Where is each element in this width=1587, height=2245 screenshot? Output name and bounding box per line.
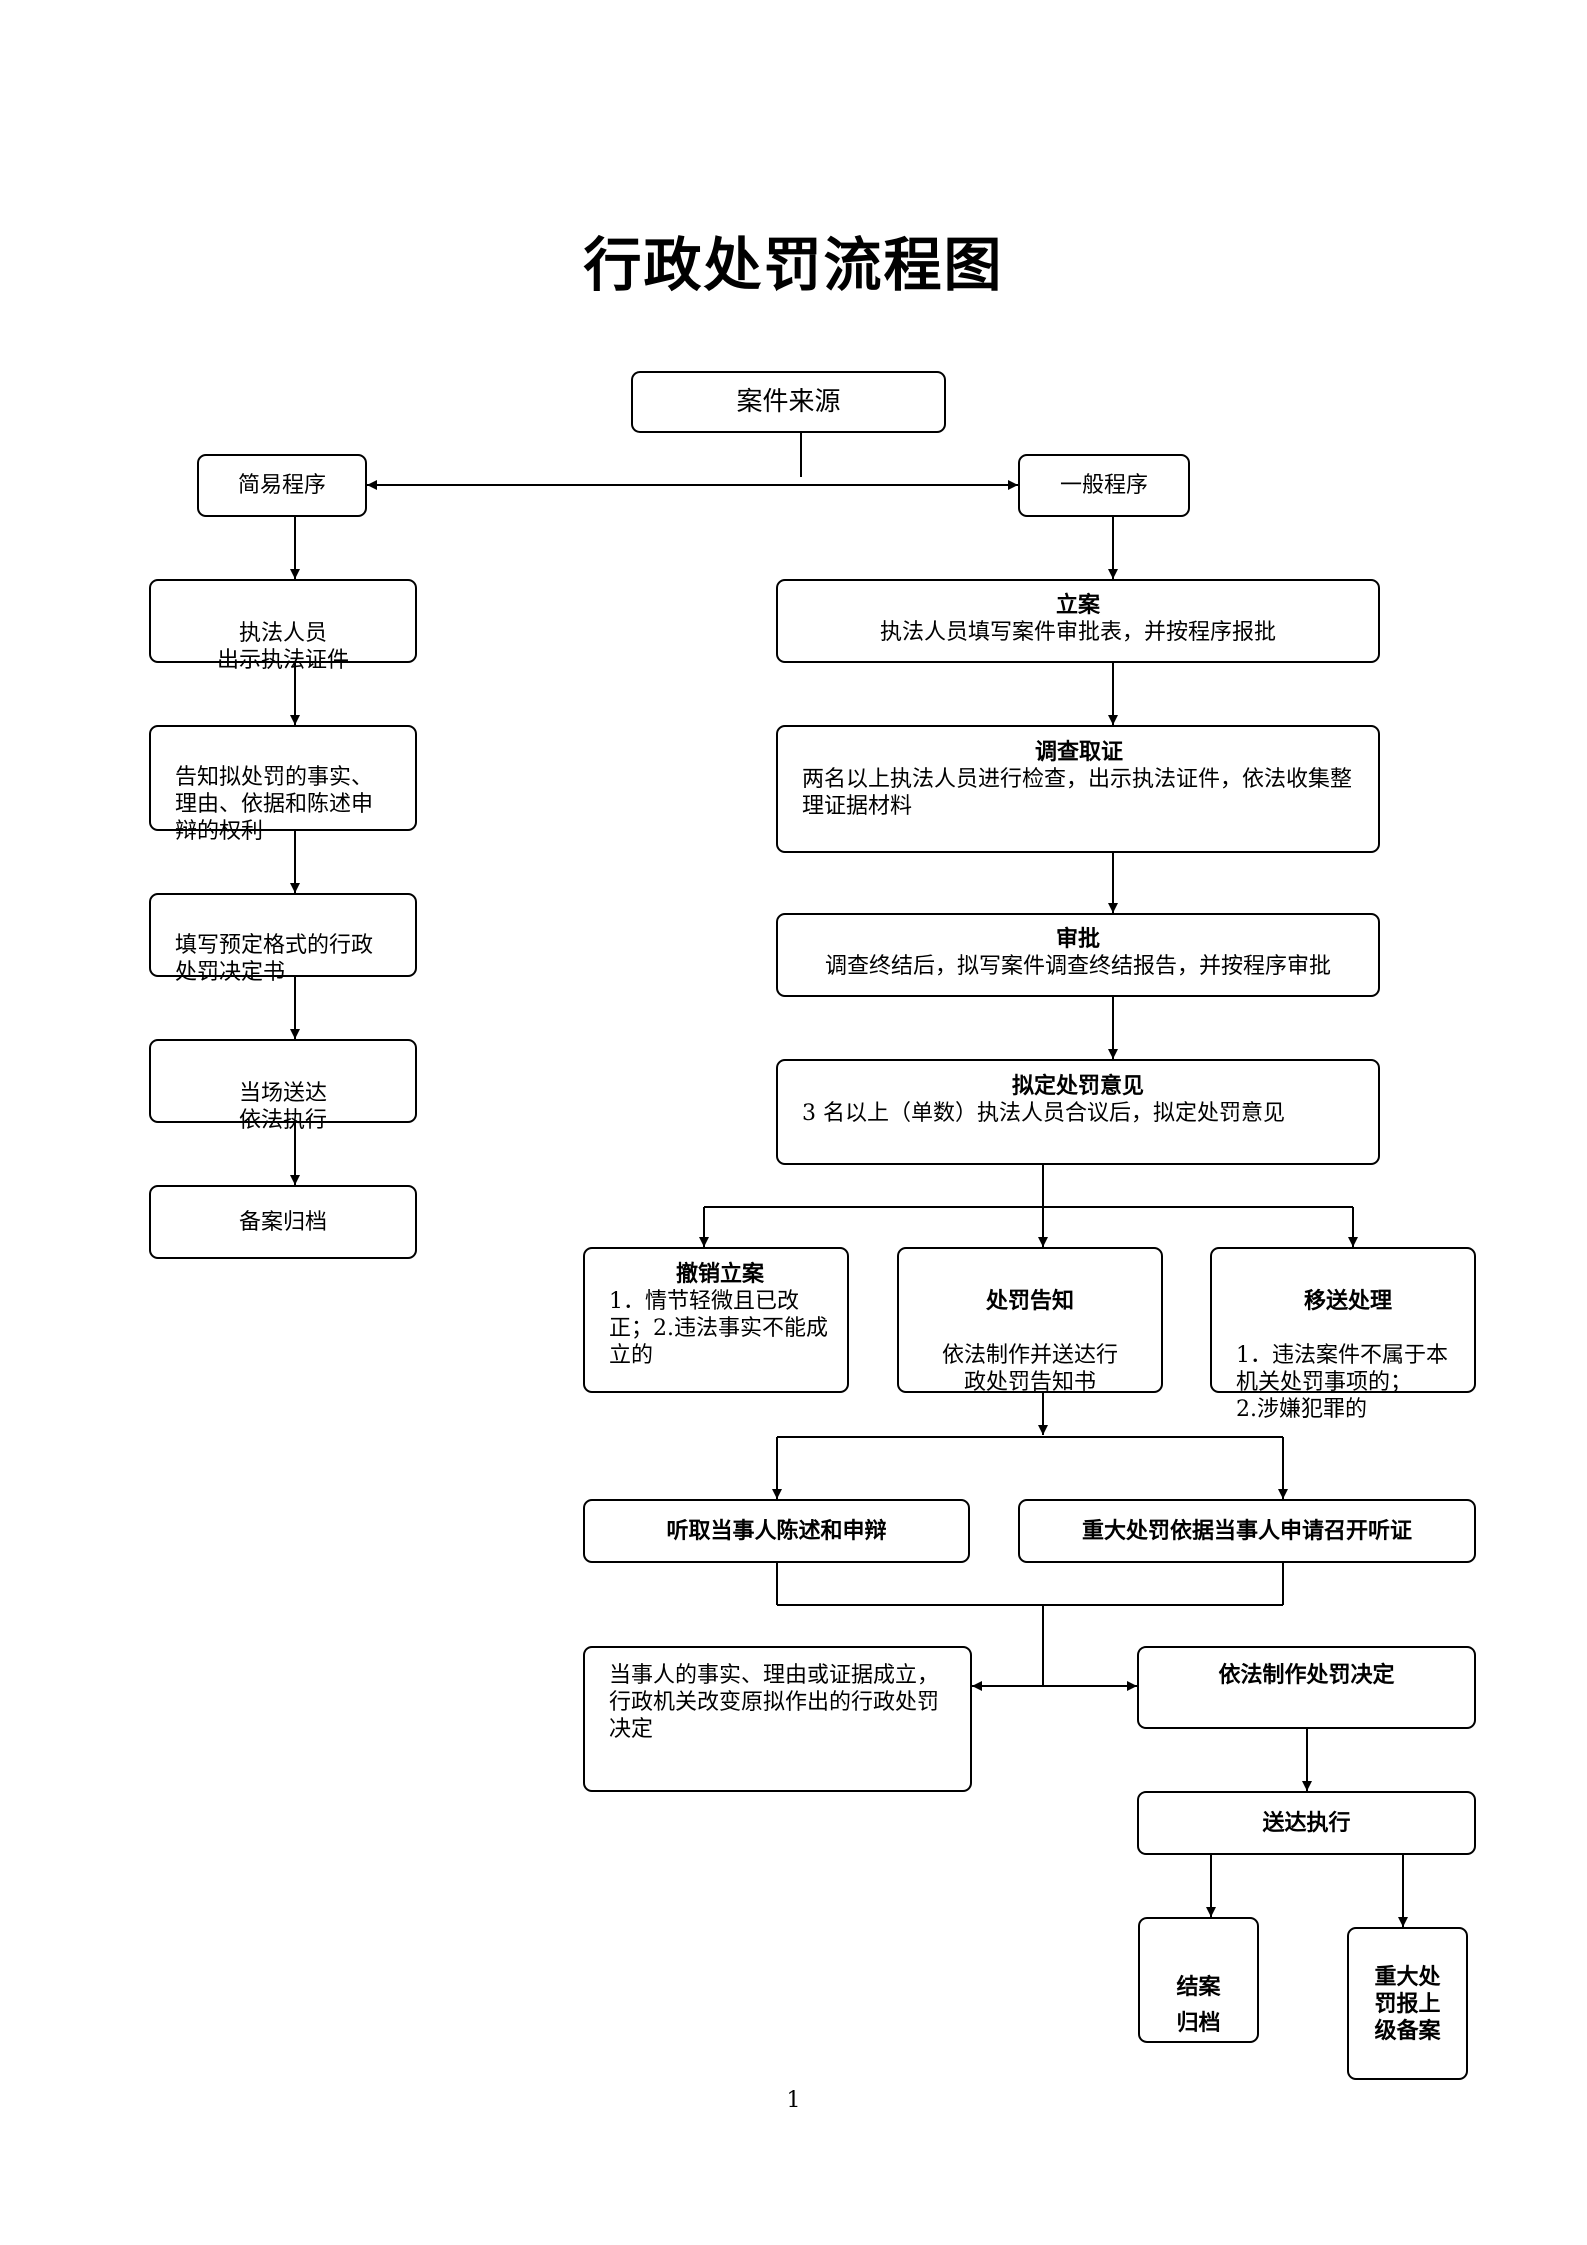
simple-procedure-label: 简易程序 (237, 473, 326, 498)
penalty-opinion-text: 3 名以上（单数）执法人员合议后，拟定处罚意见 (802, 1101, 1285, 1126)
penalty-notice-text: 依法制作并送达行 政处罚告知书 (941, 1343, 1118, 1395)
transfer-text: 1．违法案件不属于本机关处罚事项的； 2.涉嫌犯罪的 (1236, 1343, 1448, 1422)
simple-step-inform-text: 告知拟处罚的事实、 理由、依据和陈述申 辩的权利 (175, 765, 374, 844)
transfer-box: 移送处理 1．违法案件不属于本机关处罚事项的； 2.涉嫌犯罪的 (1210, 1247, 1476, 1422)
hearing-major-box: 重大处罚依据当事人申请召开听证 (1018, 1499, 1476, 1563)
simple-step-show-id-text: 执法人员 出示执法证件 (216, 621, 349, 673)
filing-text: 执法人员填写案件审批表，并按程序报批 (879, 620, 1276, 645)
approval-text: 调查终结后，拟写案件调查终结报告，并按程序审批 (824, 954, 1331, 979)
penalty-notice-title: 处罚告知 (985, 1288, 1074, 1314)
report-major-box: 重大处 罚报上 级备案 (1347, 1927, 1468, 2080)
penalty-opinion-box: 拟定处罚意见 3 名以上（单数）执法人员合议后，拟定处罚意见 (776, 1059, 1380, 1165)
change-decision-text: 当事人的事实、理由或证据成立，行政机关改变原拟作出的行政处罚决定 (609, 1663, 940, 1742)
archive-box: 结案 归档 (1138, 1917, 1259, 2043)
make-decision-box: 依法制作处罚决定 (1137, 1646, 1476, 1729)
page-number: 1 (786, 2088, 801, 2113)
revoke-filing-title: 撤销立案 (675, 1261, 764, 1287)
simple-step-deliver-text: 当场送达 依法执行 (238, 1081, 327, 1133)
approval-box: 审批 调查终结后，拟写案件调查终结报告，并按程序审批 (776, 913, 1380, 997)
hearing-statement-label: 听取当事人陈述和申辩 (666, 1517, 887, 1544)
investigation-text: 两名以上执法人员进行检查，出示执法证件，依法收集整理证据材料 (802, 767, 1353, 819)
hearing-statement-box: 听取当事人陈述和申辩 (583, 1499, 970, 1563)
revoke-filing-text: 1．情节轻微且已改正；2.违法事实不能成立的 (609, 1289, 828, 1368)
investigation-title: 调查取证 (1034, 739, 1123, 765)
approval-title: 审批 (1055, 926, 1100, 952)
transfer-title: 移送处理 (1303, 1288, 1392, 1314)
filing-title: 立案 (1055, 592, 1100, 618)
simple-step-archive: 备案归档 (149, 1185, 417, 1259)
investigation-box: 调查取证 两名以上执法人员进行检查，出示执法证件，依法收集整理证据材料 (776, 725, 1380, 853)
make-decision-label: 依法制作处罚决定 (1218, 1662, 1395, 1688)
revoke-filing-box: 撤销立案 1．情节轻微且已改正；2.违法事实不能成立的 (583, 1247, 849, 1393)
case-source-box: 案件来源 (631, 371, 946, 433)
simple-step-fill-decision: 填写预定格式的行政 处罚决定书 (149, 893, 417, 985)
case-source-label: 案件来源 (736, 386, 841, 417)
deliver-execute-label: 送达执行 (1262, 1809, 1351, 1836)
penalty-opinion-title: 拟定处罚意见 (1011, 1073, 1144, 1099)
simple-step-inform: 告知拟处罚的事实、 理由、依据和陈述申 辩的权利 (149, 725, 417, 844)
report-major-label: 重大处 罚报上 级备案 (1374, 1964, 1441, 2044)
simple-step-show-id: 执法人员 出示执法证件 (149, 579, 417, 673)
deliver-execute-box: 送达执行 (1137, 1791, 1476, 1855)
hearing-major-label: 重大处罚依据当事人申请召开听证 (1081, 1517, 1412, 1544)
simple-step-deliver: 当场送达 依法执行 (149, 1039, 417, 1133)
filing-box: 立案 执法人员填写案件审批表，并按程序报批 (776, 579, 1380, 663)
general-procedure-label: 一般程序 (1059, 473, 1148, 498)
page-title: 行政处罚流程图 (583, 231, 1004, 299)
change-decision-box: 当事人的事实、理由或证据成立，行政机关改变原拟作出的行政处罚决定 (583, 1646, 972, 1792)
simple-step-archive-text: 备案归档 (238, 1209, 327, 1235)
simple-step-fill-decision-text: 填写预定格式的行政 处罚决定书 (175, 933, 374, 985)
general-procedure-box: 一般程序 (1018, 454, 1190, 517)
archive-label: 结案 归档 (1176, 1974, 1221, 2036)
simple-procedure-box: 简易程序 (197, 454, 367, 517)
penalty-notice-box: 处罚告知 依法制作并送达行 政处罚告知书 (897, 1247, 1163, 1395)
